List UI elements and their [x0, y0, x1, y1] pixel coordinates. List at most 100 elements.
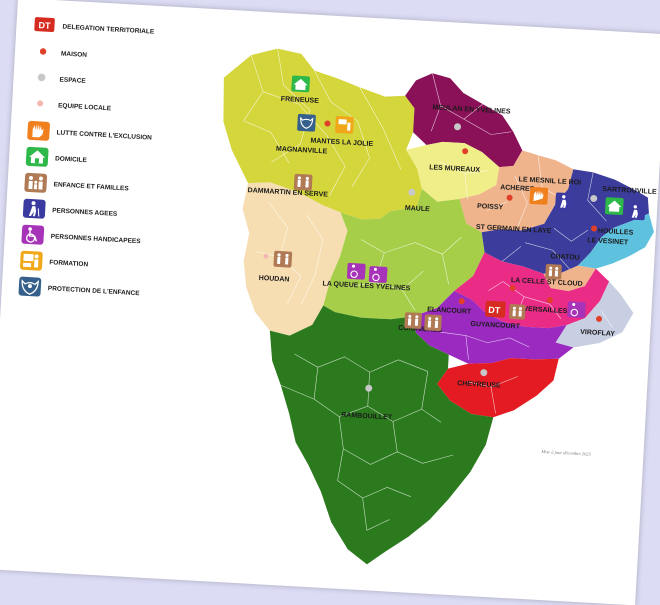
- dt-badge-icon: DT: [485, 300, 506, 318]
- family-icon: [424, 314, 442, 332]
- legend-label: ENFANCE ET FAMILLES: [53, 181, 129, 192]
- elderly-icon: [626, 202, 646, 221]
- equipe-locale-dot-icon: [37, 100, 44, 107]
- legend-item-domicile: DOMICILE: [25, 146, 88, 167]
- region-rambouillet: [269, 305, 494, 565]
- legend-item-protection: PROTECTION DE L'ENFANCE: [18, 276, 141, 297]
- label-versailles: VERSAILLES: [523, 306, 568, 315]
- label-viroflay: VIROFLAY: [580, 329, 615, 338]
- legend-label: DOMICILE: [55, 155, 88, 164]
- equipe-locale-dot-icon: [263, 253, 269, 259]
- house-icon: [291, 75, 310, 93]
- update-note: Mise à jour décembre 2023: [540, 449, 591, 457]
- legend-label: MAISON: [61, 50, 88, 58]
- label-guyancourt: GUYANCOURT: [470, 321, 521, 331]
- label-st-germain: ST GERMAIN EN LAYE: [476, 224, 552, 235]
- label-elancourt: ELANCOURT: [427, 306, 472, 315]
- label-mantes-la-jolie: MANTES LA JOLIE: [310, 138, 373, 149]
- hand-icon: [529, 186, 549, 205]
- region-les-mureaux: [406, 141, 500, 202]
- dt-badge-icon: [34, 17, 55, 32]
- label-coignieres: COIGNIERES: [398, 325, 443, 334]
- label-chevreuse: CHEVREUSE: [457, 380, 501, 389]
- maison-dot-icon: [506, 194, 513, 201]
- protection-icon: [297, 113, 316, 132]
- label-maule: MAULE: [405, 205, 431, 213]
- region-mantes: [223, 48, 422, 220]
- label-houdan: HOUDAN: [259, 275, 290, 284]
- espace-dot-icon: [453, 123, 461, 131]
- legend-item-lutte: LUTTE CONTRE L'EXCLUSION: [27, 120, 152, 142]
- wheelchair-icon: [567, 301, 586, 319]
- legend-label: LUTTE CONTRE L'EXCLUSION: [56, 129, 152, 141]
- territory-labels: FRENEUSE MANTES LA JOLIE MAGNANVILLE MEU…: [247, 96, 657, 422]
- label-les-mureaux: LES MUREAUX: [429, 164, 481, 174]
- legend-label: PERSONNES AGEES: [52, 207, 118, 218]
- label-acheres: ACHERES: [500, 184, 535, 193]
- region-poissy: [459, 150, 574, 233]
- legend-item-agees: PERSONNES AGEES: [22, 198, 118, 219]
- espace-dot-icon: [37, 73, 46, 82]
- region-maule: [323, 188, 485, 320]
- region-dammartin: [242, 182, 348, 336]
- label-la-queue: LA QUEUE LES YVELINES: [322, 280, 410, 292]
- region-houilles: [577, 213, 654, 269]
- maison-dot-icon: [462, 148, 469, 155]
- label-rambouillet: RAMBOUILLET: [341, 412, 393, 422]
- elderly-icon: [555, 192, 574, 211]
- territory-map: [223, 48, 654, 565]
- label-dammartin: DAMMARTIN EN SERVE: [247, 187, 328, 198]
- label-meulan: MEULAN EN YVELINES: [432, 104, 511, 115]
- family-icon: [508, 304, 526, 320]
- legend-label: PROTECTION DE L'ENFANCE: [48, 285, 141, 297]
- maison-dot-icon: [458, 298, 465, 305]
- legend-label: FORMATION: [49, 259, 89, 268]
- label-freneuse: FRENEUSE: [281, 96, 320, 105]
- legend-item-enfance: ENFANCE ET FAMILLES: [24, 172, 129, 193]
- maison-dot-icon: [595, 315, 602, 322]
- maison-dot-icon: [39, 48, 47, 55]
- label-houilles: HOUILLES: [598, 228, 634, 237]
- family-icon: [293, 173, 313, 191]
- wheelchair-icon: [368, 266, 388, 283]
- label-chatou: CHATOU: [550, 253, 580, 262]
- legend-item-espace: ESPACE: [37, 73, 87, 85]
- legend-item-handicapees: PERSONNES HANDICAPEES: [21, 224, 142, 245]
- legend-item-equipe-locale: EQUIPE LOCALE: [37, 100, 112, 112]
- label-le-vesinet: LE VESINET: [587, 237, 629, 246]
- label-le-mesnil-le-roi: LE MESNIL LE ROI: [518, 176, 581, 186]
- family-icon: [404, 312, 422, 329]
- legend: DT DELEGATION TERRITORIALE MAISON ESPACE…: [18, 17, 155, 297]
- family-icon: [273, 250, 293, 268]
- maison-dot-icon: [591, 225, 598, 232]
- maison-dot-icon: [509, 285, 516, 292]
- house-icon: [604, 197, 624, 215]
- espace-dot-icon: [365, 384, 373, 392]
- maison-dot-icon: [546, 297, 553, 304]
- espace-dot-icon: [590, 194, 598, 202]
- region-chatou: [543, 265, 596, 292]
- label-la-celle: LA CELLE ST CLOUD: [511, 277, 583, 288]
- region-elancourt: [412, 290, 574, 364]
- formation-icon: [335, 116, 354, 134]
- map-markers: DT: [263, 75, 646, 392]
- espace-dot-icon: [480, 369, 488, 377]
- maison-dot-icon: [324, 120, 331, 127]
- label-magnanville: MAGNANVILLE: [276, 146, 328, 156]
- legend-item-maison: MAISON: [39, 48, 88, 59]
- wheelchair-icon: [346, 262, 366, 280]
- region-viroflay: [555, 281, 634, 348]
- legend-label: ESPACE: [59, 76, 86, 84]
- region-chevreuse: [437, 358, 559, 418]
- dt-badge-map-text: DT: [488, 305, 501, 316]
- legend-item-formation: FORMATION: [20, 250, 89, 271]
- family-icon: [545, 263, 562, 280]
- dt-badge-text: DT: [38, 20, 51, 31]
- legend-label: EQUIPE LOCALE: [58, 102, 112, 112]
- legend-item-delegation: DT DELEGATION TERRITORIALE: [34, 17, 155, 36]
- legend-label: PERSONNES HANDICAPEES: [51, 233, 142, 245]
- label-sartrouville: SARTROUVILLE: [602, 186, 657, 196]
- region-st-germain: [481, 169, 649, 274]
